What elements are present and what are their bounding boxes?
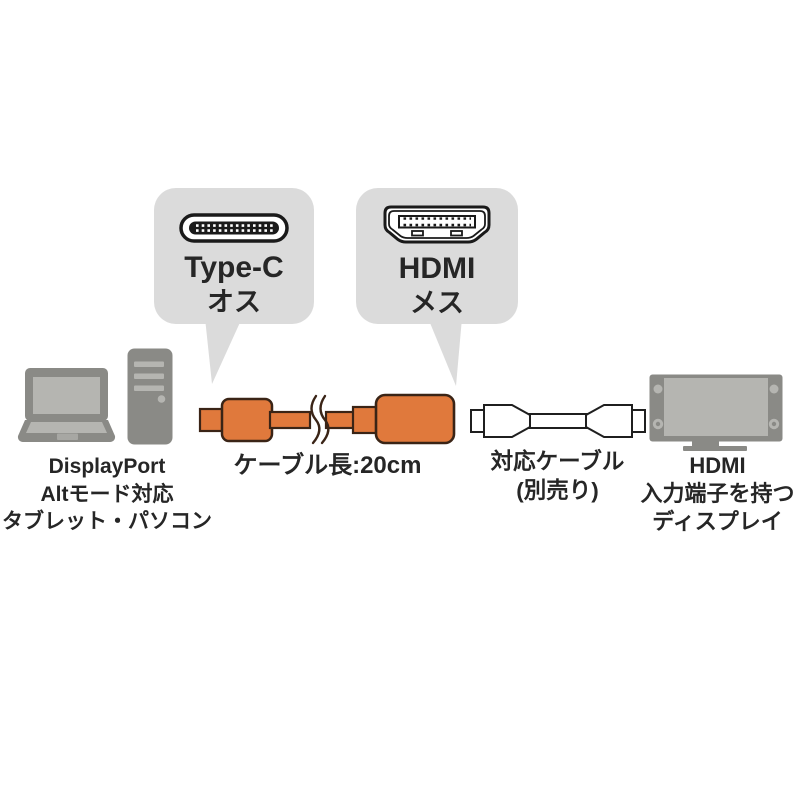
callout-hdmi: HDMI メス bbox=[356, 188, 518, 324]
monitor-icon bbox=[649, 374, 783, 451]
connector-label: Type-C bbox=[184, 251, 284, 284]
hdmi-cable-icon bbox=[470, 404, 646, 438]
caption-line: Altモード対応 bbox=[40, 482, 174, 506]
caption-line: タブレット・パソコン bbox=[2, 510, 212, 533]
callout-tail-hdmi bbox=[428, 318, 462, 386]
desktop-tower-icon bbox=[127, 348, 173, 445]
cable-length-label: ケーブル長:20cm bbox=[233, 452, 422, 479]
caption-line: ディスプレイ bbox=[652, 509, 783, 534]
caption-line: DisplayPort bbox=[48, 455, 166, 478]
caption-line: 対応ケーブル bbox=[490, 449, 625, 474]
gender-label: オス bbox=[207, 287, 261, 317]
caption-line: (別売り) bbox=[516, 478, 599, 503]
display-device-caption: HDMI 入力端子を持つ ディスプレイ bbox=[615, 452, 800, 536]
usb-type-c-port-icon bbox=[179, 213, 289, 243]
optional-cable-caption: 対応ケーブル (別売り) bbox=[460, 447, 655, 505]
gender-label: メス bbox=[410, 288, 464, 318]
laptop-icon bbox=[17, 368, 116, 443]
caption-line: HDMI bbox=[689, 453, 746, 478]
callout-tail-type-c bbox=[205, 318, 242, 384]
source-device-caption: DisplayPort Altモード対応 タブレット・パソコン bbox=[0, 453, 214, 536]
connector-label: HDMI bbox=[398, 252, 476, 285]
callout-type-c: Type-C オス bbox=[154, 188, 314, 324]
caption-line: 入力端子を持つ bbox=[640, 481, 795, 506]
usb-c-to-hdmi-adapter-icon bbox=[198, 393, 456, 445]
hdmi-port-icon bbox=[383, 205, 491, 244]
